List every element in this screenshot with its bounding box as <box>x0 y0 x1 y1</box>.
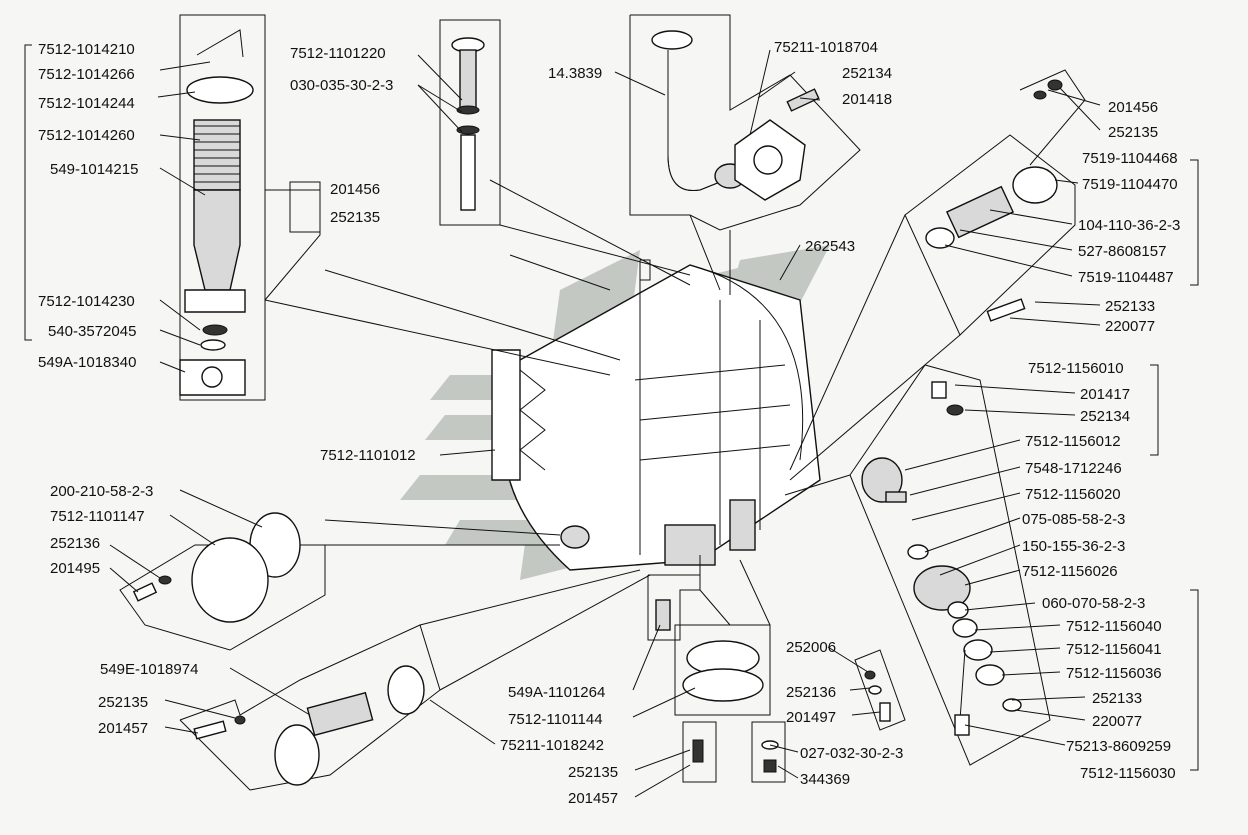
callout-7512-1156036: 7512-1156036 <box>1066 665 1162 682</box>
callout-201497: 201497 <box>786 709 836 726</box>
callout-75213-8609259: 75213-8609259 <box>1066 738 1171 755</box>
callout-200-210-58-2-3: 200-210-58-2-3 <box>50 483 153 500</box>
callout-549E-1018974: 549E-1018974 <box>100 661 198 678</box>
callout-252135-right: 252135 <box>1108 124 1158 141</box>
callout-201456-left: 201456 <box>330 181 380 198</box>
leader-lines <box>109 49 1101 798</box>
callout-7512-1156012: 7512-1156012 <box>1025 433 1121 450</box>
callout-7512-1156030: 7512-1156030 <box>1080 765 1176 782</box>
callout-252134-right: 252134 <box>1080 408 1130 425</box>
bracket-left <box>24 44 32 341</box>
drain-valve-panel <box>849 364 1051 766</box>
callout-75211-1018242: 75211-1018242 <box>500 737 604 754</box>
callout-220077-bottom: 220077 <box>1092 713 1142 730</box>
callout-7512-1101012: 7512-1101012 <box>320 447 416 464</box>
callout-7512-1156010: 7512-1156010 <box>1028 360 1124 377</box>
bracket-right-top <box>1190 159 1199 286</box>
callout-7512-1101220: 7512-1101220 <box>290 45 386 62</box>
heater-flange-panel <box>629 14 861 231</box>
bottom-center-parts <box>647 574 786 783</box>
callout-252136-left: 252136 <box>50 535 100 552</box>
callout-7512-1014266: 7512-1014266 <box>38 66 135 83</box>
callout-7512-1156041: 7512-1156041 <box>1066 641 1162 658</box>
heater-element-panel <box>179 624 441 791</box>
callout-7512-1014244: 7512-1014244 <box>38 95 135 112</box>
callout-220077-right: 220077 <box>1105 318 1155 335</box>
callout-7519-1104487: 7519-1104487 <box>1078 269 1174 286</box>
callout-104-110-36-2-3: 104-110-36-2-3 <box>1078 217 1180 234</box>
callout-549A-1018340: 549A-1018340 <box>38 354 136 371</box>
callout-7512-1156026: 7512-1156026 <box>1022 563 1118 580</box>
callout-201457-left: 201457 <box>98 720 148 737</box>
callout-7512-1014260: 7512-1014260 <box>38 127 135 144</box>
callout-549A-1101264: 549A-1101264 <box>508 684 605 701</box>
callout-7512-1014210: 7512-1014210 <box>38 41 135 58</box>
callout-030-035-30-2-3: 030-035-30-2-3 <box>290 77 393 94</box>
callout-252134-top: 252134 <box>842 65 892 82</box>
callout-344369: 344369 <box>800 771 850 788</box>
main-tank <box>491 259 821 571</box>
callout-252136-right: 252136 <box>786 684 836 701</box>
callout-060-070-58-2-3: 060-070-58-2-3 <box>1042 595 1145 612</box>
callout-7512-1101144: 7512-1101144 <box>508 711 603 728</box>
callout-201456-right: 201456 <box>1108 99 1158 116</box>
filler-assembly-panel <box>179 14 321 401</box>
callout-14-3839: 14.3839 <box>548 65 602 82</box>
callout-027-032-30-2-3: 027-032-30-2-3 <box>800 745 903 762</box>
callout-549-1014215: 549-1014215 <box>50 161 138 178</box>
right-flange-panel <box>904 69 1086 336</box>
callout-201495: 201495 <box>50 560 100 577</box>
callout-labels: 7512-1014210 7512-1014266 7512-1014244 7… <box>38 39 1180 807</box>
callout-7512-1156040: 7512-1156040 <box>1066 618 1162 635</box>
callout-201457-bottom: 201457 <box>568 790 618 807</box>
callout-7512-1101147: 7512-1101147 <box>50 508 145 525</box>
callout-7519-1104468: 7519-1104468 <box>1082 150 1178 167</box>
callout-75211-1018704: 75211-1018704 <box>774 39 878 56</box>
callout-252135-bottom: 252135 <box>568 764 618 781</box>
callout-201417: 201417 <box>1080 386 1130 403</box>
callout-252133-right: 252133 <box>1105 298 1155 315</box>
callout-201418: 201418 <box>842 91 892 108</box>
callout-150-155-36-2-3: 150-155-36-2-3 <box>1022 538 1125 555</box>
callout-252135-left: 252135 <box>330 209 380 226</box>
callout-7548-1712246: 7548-1712246 <box>1025 460 1122 477</box>
callout-252135-bottom-left: 252135 <box>98 694 148 711</box>
callout-7519-1104470: 7519-1104470 <box>1082 176 1178 193</box>
callout-252133-bottom: 252133 <box>1092 690 1142 707</box>
cover-plate-panel <box>119 512 326 651</box>
callout-075-085-58-2-3: 075-085-58-2-3 <box>1022 511 1125 528</box>
drain-tube-panel <box>439 19 501 226</box>
callout-7512-1156020: 7512-1156020 <box>1025 486 1121 503</box>
bracket-right-mid <box>1150 364 1159 456</box>
callout-540-3572045: 540-3572045 <box>48 323 136 340</box>
callout-7512-1014230: 7512-1014230 <box>38 293 135 310</box>
callout-527-8608157: 527-8608157 <box>1078 243 1166 260</box>
callout-252006: 252006 <box>786 639 836 656</box>
filler-neck <box>179 29 254 396</box>
bracket-right-bottom <box>1190 589 1199 771</box>
callout-262543: 262543 <box>805 238 855 255</box>
